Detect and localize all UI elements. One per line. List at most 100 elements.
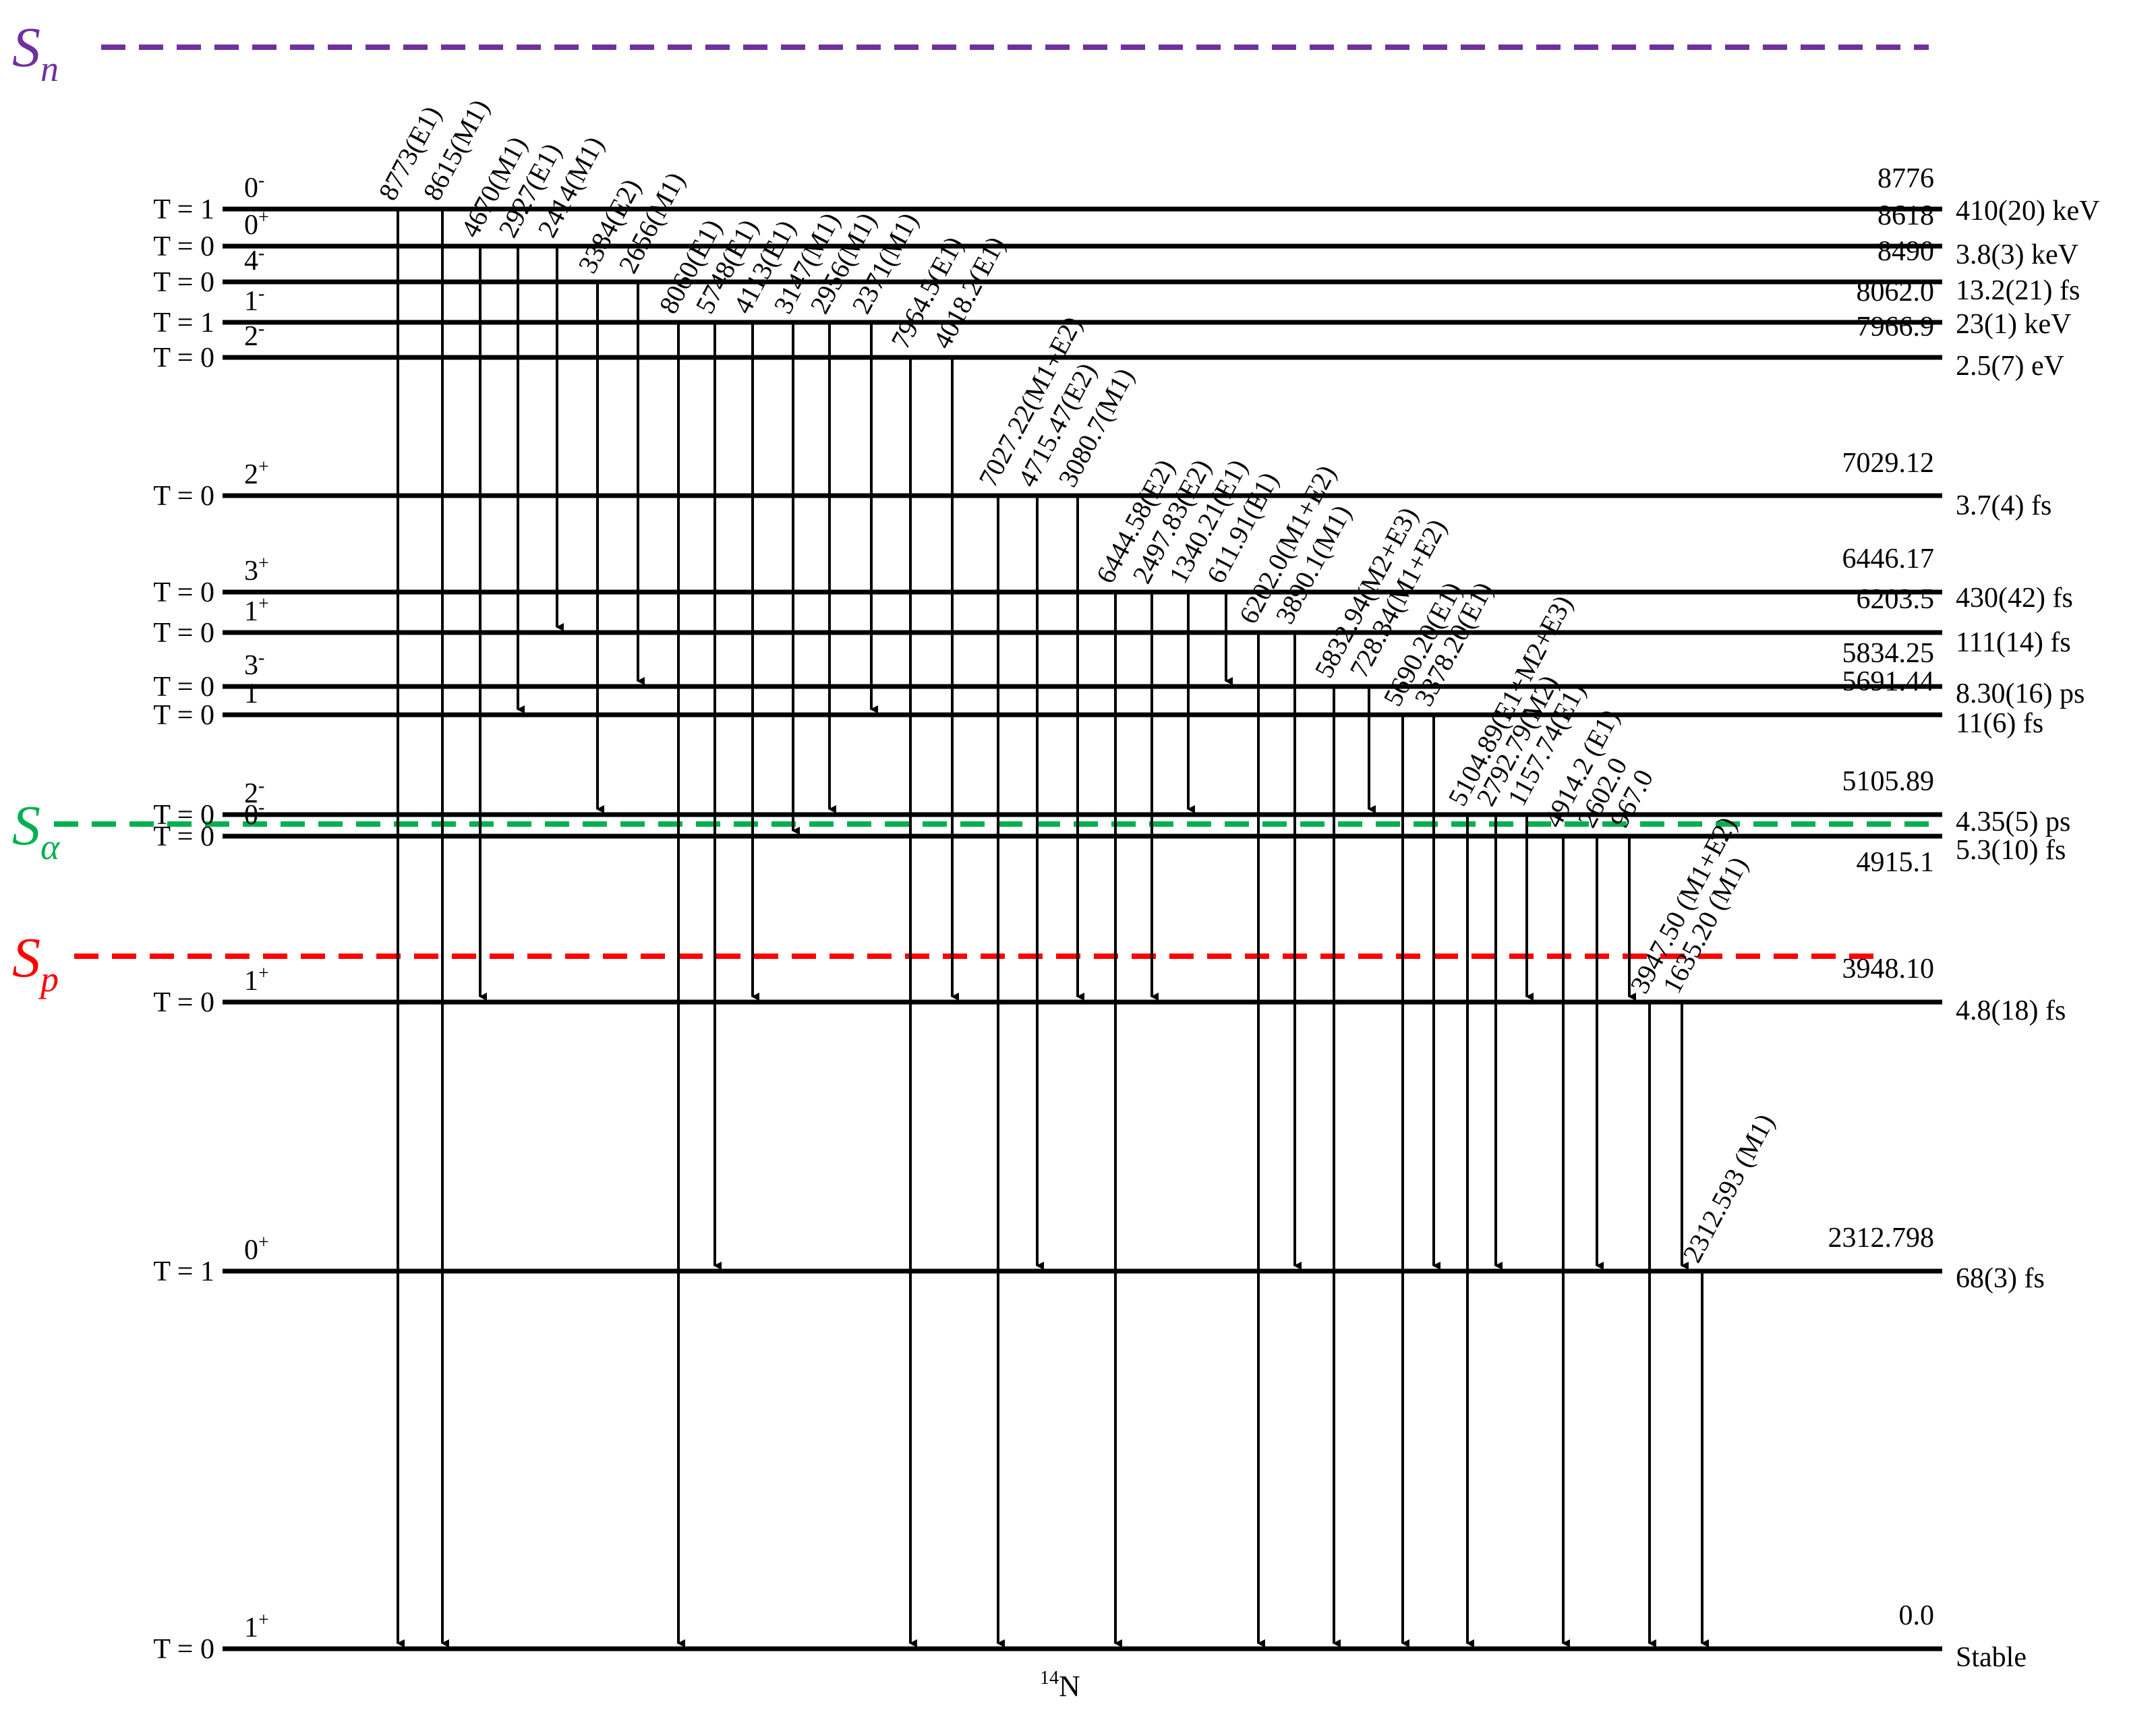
level-width-label: 410(20) keV	[1956, 196, 2099, 227]
isospin-label: T = 0	[153, 267, 214, 298]
energy-level-7967: T = 0 2- 7966.9 2.5(7) eV	[153, 312, 2064, 382]
level-width-label: Stable	[1956, 1642, 2027, 1673]
separation-energy-symbol: Sp	[12, 927, 59, 999]
gamma-transition: 4670(M1)	[455, 131, 533, 1001]
isospin-label: T = 0	[153, 987, 214, 1018]
isospin-label: T = 0	[153, 618, 214, 649]
separation-energy-symbol: Sα	[12, 794, 61, 867]
energy-level-4915: T = 0 0- 4915.1 5.3(10) fs	[153, 797, 2066, 878]
level-energy-label: 8776	[1877, 163, 1934, 194]
isospin-label: T = 0	[153, 800, 214, 831]
level-energy-label: 7029.12	[1842, 448, 1935, 479]
nucleus-mass-number: 14	[1040, 1668, 1059, 1689]
energy-level-8062: T = 1 1- 8062.0 23(1) keV	[153, 276, 2071, 340]
energy-level-5834: T = 0 3- 5834.25 8.30(16) ps	[153, 638, 2085, 709]
level-energy-label: 0.0	[1899, 1600, 1935, 1631]
gamma-transition: 8615(M1)	[417, 94, 495, 1647]
energy-level-8618: T = 0 0+ 8618 3.8(3) keV	[153, 200, 2078, 270]
spin-parity-label: 1-	[244, 676, 264, 709]
level-energy-label: 5105.89	[1842, 766, 1935, 797]
spin-parity-label: 1+	[244, 1610, 269, 1643]
level-width-label: 2.5(7) eV	[1956, 351, 2064, 382]
nucleus-symbol: N	[1059, 1670, 1080, 1703]
spin-parity-label: 1-	[244, 283, 264, 317]
spin-parity-label: 0+	[244, 207, 269, 241]
spin-parity-label: 0+	[244, 1232, 269, 1266]
isospin-label: T = 0	[153, 577, 214, 608]
level-energy-label: 3948.10	[1842, 954, 1935, 985]
separation-energy-sa: Sα	[12, 794, 1929, 867]
gamma-transition: 4914.2 (E1)	[1538, 704, 1625, 1647]
level-energy-label: 6203.5	[1857, 584, 1935, 615]
level-width-label: 11(6) fs	[1956, 708, 2043, 739]
energy-level-layer: T = 1 0- 8776 410(20) keV T = 0 0+ 8618 3.8(3) …	[153, 163, 2099, 1673]
isospin-label: T = 0	[153, 672, 214, 703]
gamma-transition: 7027.22(M1+E2)	[972, 312, 1088, 1647]
nucleus-label-group: 14N	[1040, 1668, 1080, 1703]
level-energy-label: 5691.44	[1842, 666, 1935, 697]
spin-parity-label: 1+	[244, 963, 269, 997]
spin-parity-label: 2+	[244, 457, 269, 490]
isospin-label: T = 0	[153, 1634, 214, 1665]
level-energy-label: 7966.9	[1857, 312, 1935, 343]
level-energy-label: 8062.0	[1857, 276, 1935, 307]
gamma-transition-layer: 8773(E1)8615(M1)4670(M1)2927(E1)2414(M1)…	[372, 94, 1780, 1647]
spin-parity-label: 0-	[244, 797, 264, 831]
spin-parity-label: 3-	[244, 647, 264, 681]
level-width-label: 8.30(16) ps	[1956, 678, 2085, 709]
isospin-label: T = 1	[153, 307, 214, 339]
energy-level-3948: T = 0 1+ 3948.10 4.8(18) fs	[153, 954, 2066, 1026]
gamma-transition: 3378.20(E1)	[1408, 577, 1498, 1270]
level-energy-label: 2312.798	[1828, 1223, 1935, 1254]
level-width-label: 68(3) fs	[1956, 1263, 2045, 1294]
svg-text:14N: 14N	[1040, 1668, 1080, 1703]
gamma-transition: 8060(E1)	[653, 214, 728, 1647]
energy-level-7029: T = 0 2+ 7029.12 3.7(4) fs	[153, 448, 2051, 521]
separation-energy-sp: Sp	[12, 927, 1875, 999]
spin-parity-label: 4-	[244, 243, 264, 276]
gamma-transition: 5690.20(E1)	[1377, 577, 1467, 1647]
energy-level-8776: T = 1 0- 8776 410(20) keV	[153, 163, 2099, 227]
gamma-transition: 7964.5(E1)	[885, 231, 969, 1647]
energy-level-5691: T = 0 1- 5691.44 11(6) fs	[153, 666, 2043, 739]
gamma-transition: 8773(E1)	[372, 101, 447, 1647]
level-width-label: 4.8(18) fs	[1956, 995, 2066, 1026]
spin-parity-label: 3+	[244, 553, 269, 587]
gamma-transition: 4113(E1)	[727, 215, 801, 1001]
level-energy-label: 4915.1	[1857, 847, 1935, 878]
gamma-transition: 2312.593 (M1)	[1677, 1109, 1780, 1647]
energy-level-5106: T = 02-5105.894.35(5) ps	[153, 766, 2070, 838]
level-energy-label: 6446.17	[1842, 544, 1935, 575]
transition-energy-label: 2312.593 (M1)	[1677, 1109, 1780, 1267]
energy-level-6204: T = 0 1+ 6203.5 111(14) fs	[153, 584, 2070, 658]
level-width-label: 3.8(3) keV	[1956, 239, 2078, 270]
spin-parity-label: 2-	[244, 318, 264, 352]
gamma-transition: 2602.0	[1571, 753, 1633, 1270]
gamma-transition: 3080.7(M1)	[1052, 363, 1140, 1001]
isospin-label: T = 0	[153, 343, 214, 374]
spin-parity-label: 1+	[244, 593, 269, 627]
level-width-label: 3.7(4) fs	[1956, 490, 2051, 521]
isospin-label: T = 1	[153, 194, 214, 225]
separation-energy-sn: Sn	[12, 16, 1929, 89]
separation-energy-symbol: Sn	[12, 16, 59, 89]
level-width-label: 111(14) fs	[1956, 627, 2071, 658]
level-energy-label: 8618	[1877, 200, 1934, 231]
level-width-label: 23(1) keV	[1956, 309, 2071, 340]
isospin-label: T = 0	[153, 481, 214, 512]
spin-parity-label: 2-	[244, 775, 264, 809]
spin-parity-label: 0-	[244, 170, 264, 204]
level-width-label: 13.2(21) fs	[1956, 275, 2080, 306]
level-energy-label: 5834.25	[1842, 638, 1935, 669]
isospin-label: T = 0	[153, 231, 214, 262]
isospin-label: T = 0	[153, 700, 214, 731]
isospin-label: T = 0	[153, 821, 214, 852]
level-width-label: 5.3(10) fs	[1956, 835, 2066, 866]
